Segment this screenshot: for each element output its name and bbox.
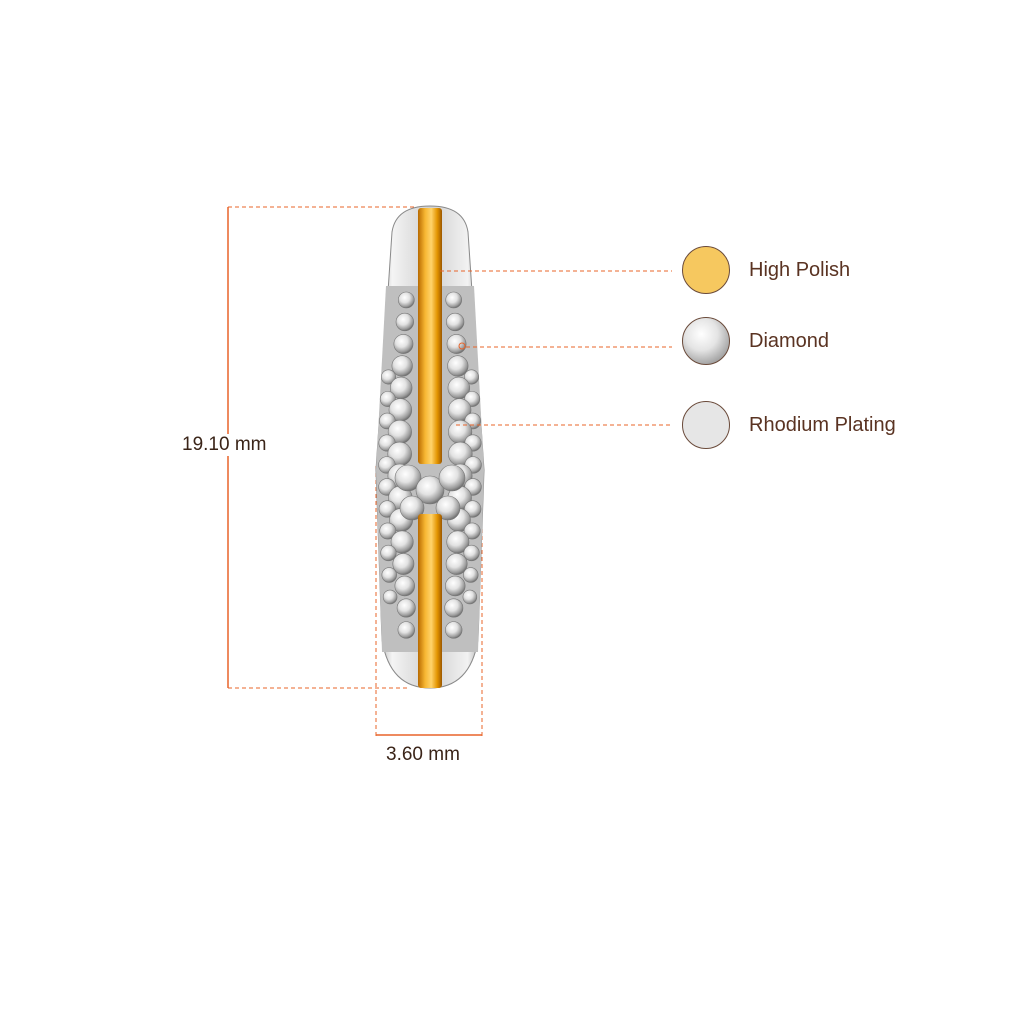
- diamond-stone: [445, 291, 463, 309]
- diamond-stone: [381, 567, 397, 583]
- legend-label: Diamond: [749, 329, 830, 352]
- diamond-stone: [447, 355, 469, 377]
- legend-leader-lines: [440, 270, 672, 426]
- height-dimension-label: 19.10 mm: [180, 434, 269, 456]
- diamond-swatch: [682, 317, 730, 365]
- diamond-stone: [462, 589, 478, 605]
- diamond-stone: [415, 475, 445, 505]
- diamond-stone: [446, 312, 465, 332]
- earring: [375, 205, 485, 689]
- diamond-stone: [445, 621, 463, 639]
- diamond-stone: [445, 553, 468, 575]
- diamond-stone: [446, 530, 470, 554]
- diamond-stone: [435, 495, 461, 521]
- diamond-stone: [379, 522, 397, 540]
- rhodium-swatch: [682, 401, 730, 449]
- legend-item-diamond: Diamond: [682, 316, 829, 366]
- diamond-stone: [392, 553, 415, 575]
- diamond-stones: [378, 291, 482, 639]
- legend-item-high-polish: High Polish: [682, 245, 850, 295]
- diamond-stone: [445, 575, 466, 597]
- diamond-stone: [397, 291, 415, 309]
- diamond-stone: [391, 355, 413, 377]
- diamond-stone: [446, 334, 467, 354]
- diamond-stone: [394, 575, 415, 597]
- width-dimension-label: 3.60 mm: [384, 744, 462, 766]
- diamond-stone: [380, 369, 396, 385]
- gold-channel-upper: [418, 208, 442, 464]
- diamond-stone: [438, 464, 466, 492]
- diamond-stone: [399, 495, 425, 521]
- legend-label: High Polish: [749, 258, 851, 281]
- diamond-stone: [390, 530, 414, 554]
- diamond-stone: [463, 567, 479, 583]
- legend-item-rhodium-plating: Rhodium Plating: [682, 400, 896, 450]
- gold-swatch: [682, 246, 730, 294]
- leader-markers: [458, 342, 466, 350]
- legend-label: Rhodium Plating: [749, 413, 896, 436]
- diamond-stone: [463, 544, 480, 562]
- diamond-stone: [394, 464, 422, 492]
- diamond-stone: [463, 522, 481, 540]
- diamond-stone: [382, 589, 398, 605]
- diamond-stone: [395, 312, 414, 332]
- diamond-stone: [397, 621, 415, 639]
- diamond-stone: [393, 334, 414, 354]
- diamond-stone: [444, 598, 464, 618]
- diamond-stone: [464, 369, 480, 385]
- diamond-stone: [380, 544, 397, 562]
- diamond-stone: [396, 598, 416, 618]
- gold-channel-lower: [418, 514, 442, 688]
